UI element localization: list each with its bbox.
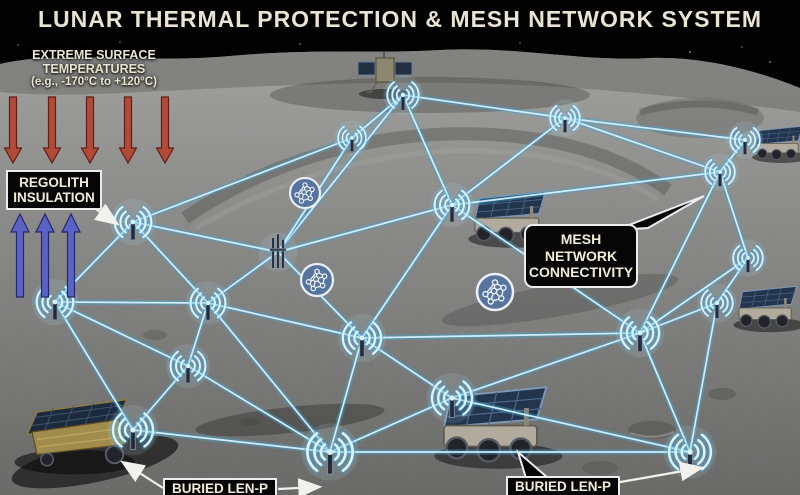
mesh-link (54, 301, 134, 431)
mesh-link (451, 171, 721, 206)
regolith-insulation-label: REGOLITH INSULATION (6, 170, 102, 210)
page-title: LUNAR THERMAL PROTECTION & MESH NETWORK … (37, 5, 763, 32)
mesh-label-line3: CONNECTIVITY (528, 264, 634, 280)
heat-down-arrow (42, 96, 62, 165)
mesh-link (402, 94, 566, 119)
mesh-link (54, 301, 209, 304)
buried-lenp-label-right: BURIED LEN-P (506, 476, 621, 495)
title-bar: LUNAR THERMAL PROTECTION & MESH NETWORK … (0, 0, 800, 38)
mesh-hub-icon (475, 272, 515, 312)
temperature-note: EXTREME SURFACE TEMPERATURES (e.g., -170… (8, 48, 180, 90)
mesh-link (564, 117, 721, 173)
heat-down-arrow (118, 96, 138, 165)
mesh-link (277, 204, 453, 253)
callout-pointer-arrow (120, 460, 164, 489)
regolith-label-line1: REGOLITH (19, 175, 89, 190)
heat-down-arrow (155, 96, 175, 165)
mesh-label-line1: MESH (560, 231, 602, 247)
temperature-note-line1: EXTREME SURFACE (32, 48, 156, 62)
mesh-link (329, 337, 363, 453)
regolith-label-line2: INSULATION (13, 190, 95, 205)
temperature-note-line2: TEMPERATURES (42, 61, 146, 76)
mesh-link (132, 429, 331, 453)
mesh-link (132, 221, 279, 253)
mesh-link (277, 94, 404, 253)
mesh-hub-icon (288, 176, 322, 210)
mesh-link (54, 301, 189, 367)
temperature-note-range: (e.g., -170°C to +120°C) (31, 76, 157, 88)
mesh-link (639, 332, 691, 453)
mesh-link (361, 332, 641, 339)
mesh-link (451, 332, 641, 399)
mesh-link (402, 94, 453, 206)
callout-pointer-arrow (277, 478, 323, 495)
mesh-hub-icon (299, 262, 335, 298)
insulation-up-arrow (61, 212, 81, 298)
mesh-link (564, 117, 746, 141)
mesh-link (132, 137, 353, 223)
buried-lenp-label-left: BURIED LEN-P (163, 478, 278, 495)
mesh-label-line2: NETWORK (544, 247, 618, 264)
mesh-link (361, 204, 453, 339)
heat-down-arrow (80, 96, 100, 165)
mesh-link (719, 171, 749, 259)
lunar-rover (732, 285, 800, 333)
mesh-link (451, 397, 691, 453)
mesh-link (639, 171, 721, 334)
mesh-link (187, 302, 209, 367)
insulation-up-arrow (35, 212, 55, 298)
insulation-up-arrow (10, 212, 30, 298)
mesh-link (207, 302, 331, 453)
heat-down-arrow (3, 96, 23, 165)
mesh-link (207, 302, 363, 339)
mesh-network-connectivity-label: MESH NETWORK CONNECTIVITY (524, 224, 638, 288)
mesh-link (451, 117, 566, 206)
antenna-mast-icon (269, 233, 287, 269)
mesh-link (689, 302, 718, 453)
mesh-link (187, 365, 331, 453)
